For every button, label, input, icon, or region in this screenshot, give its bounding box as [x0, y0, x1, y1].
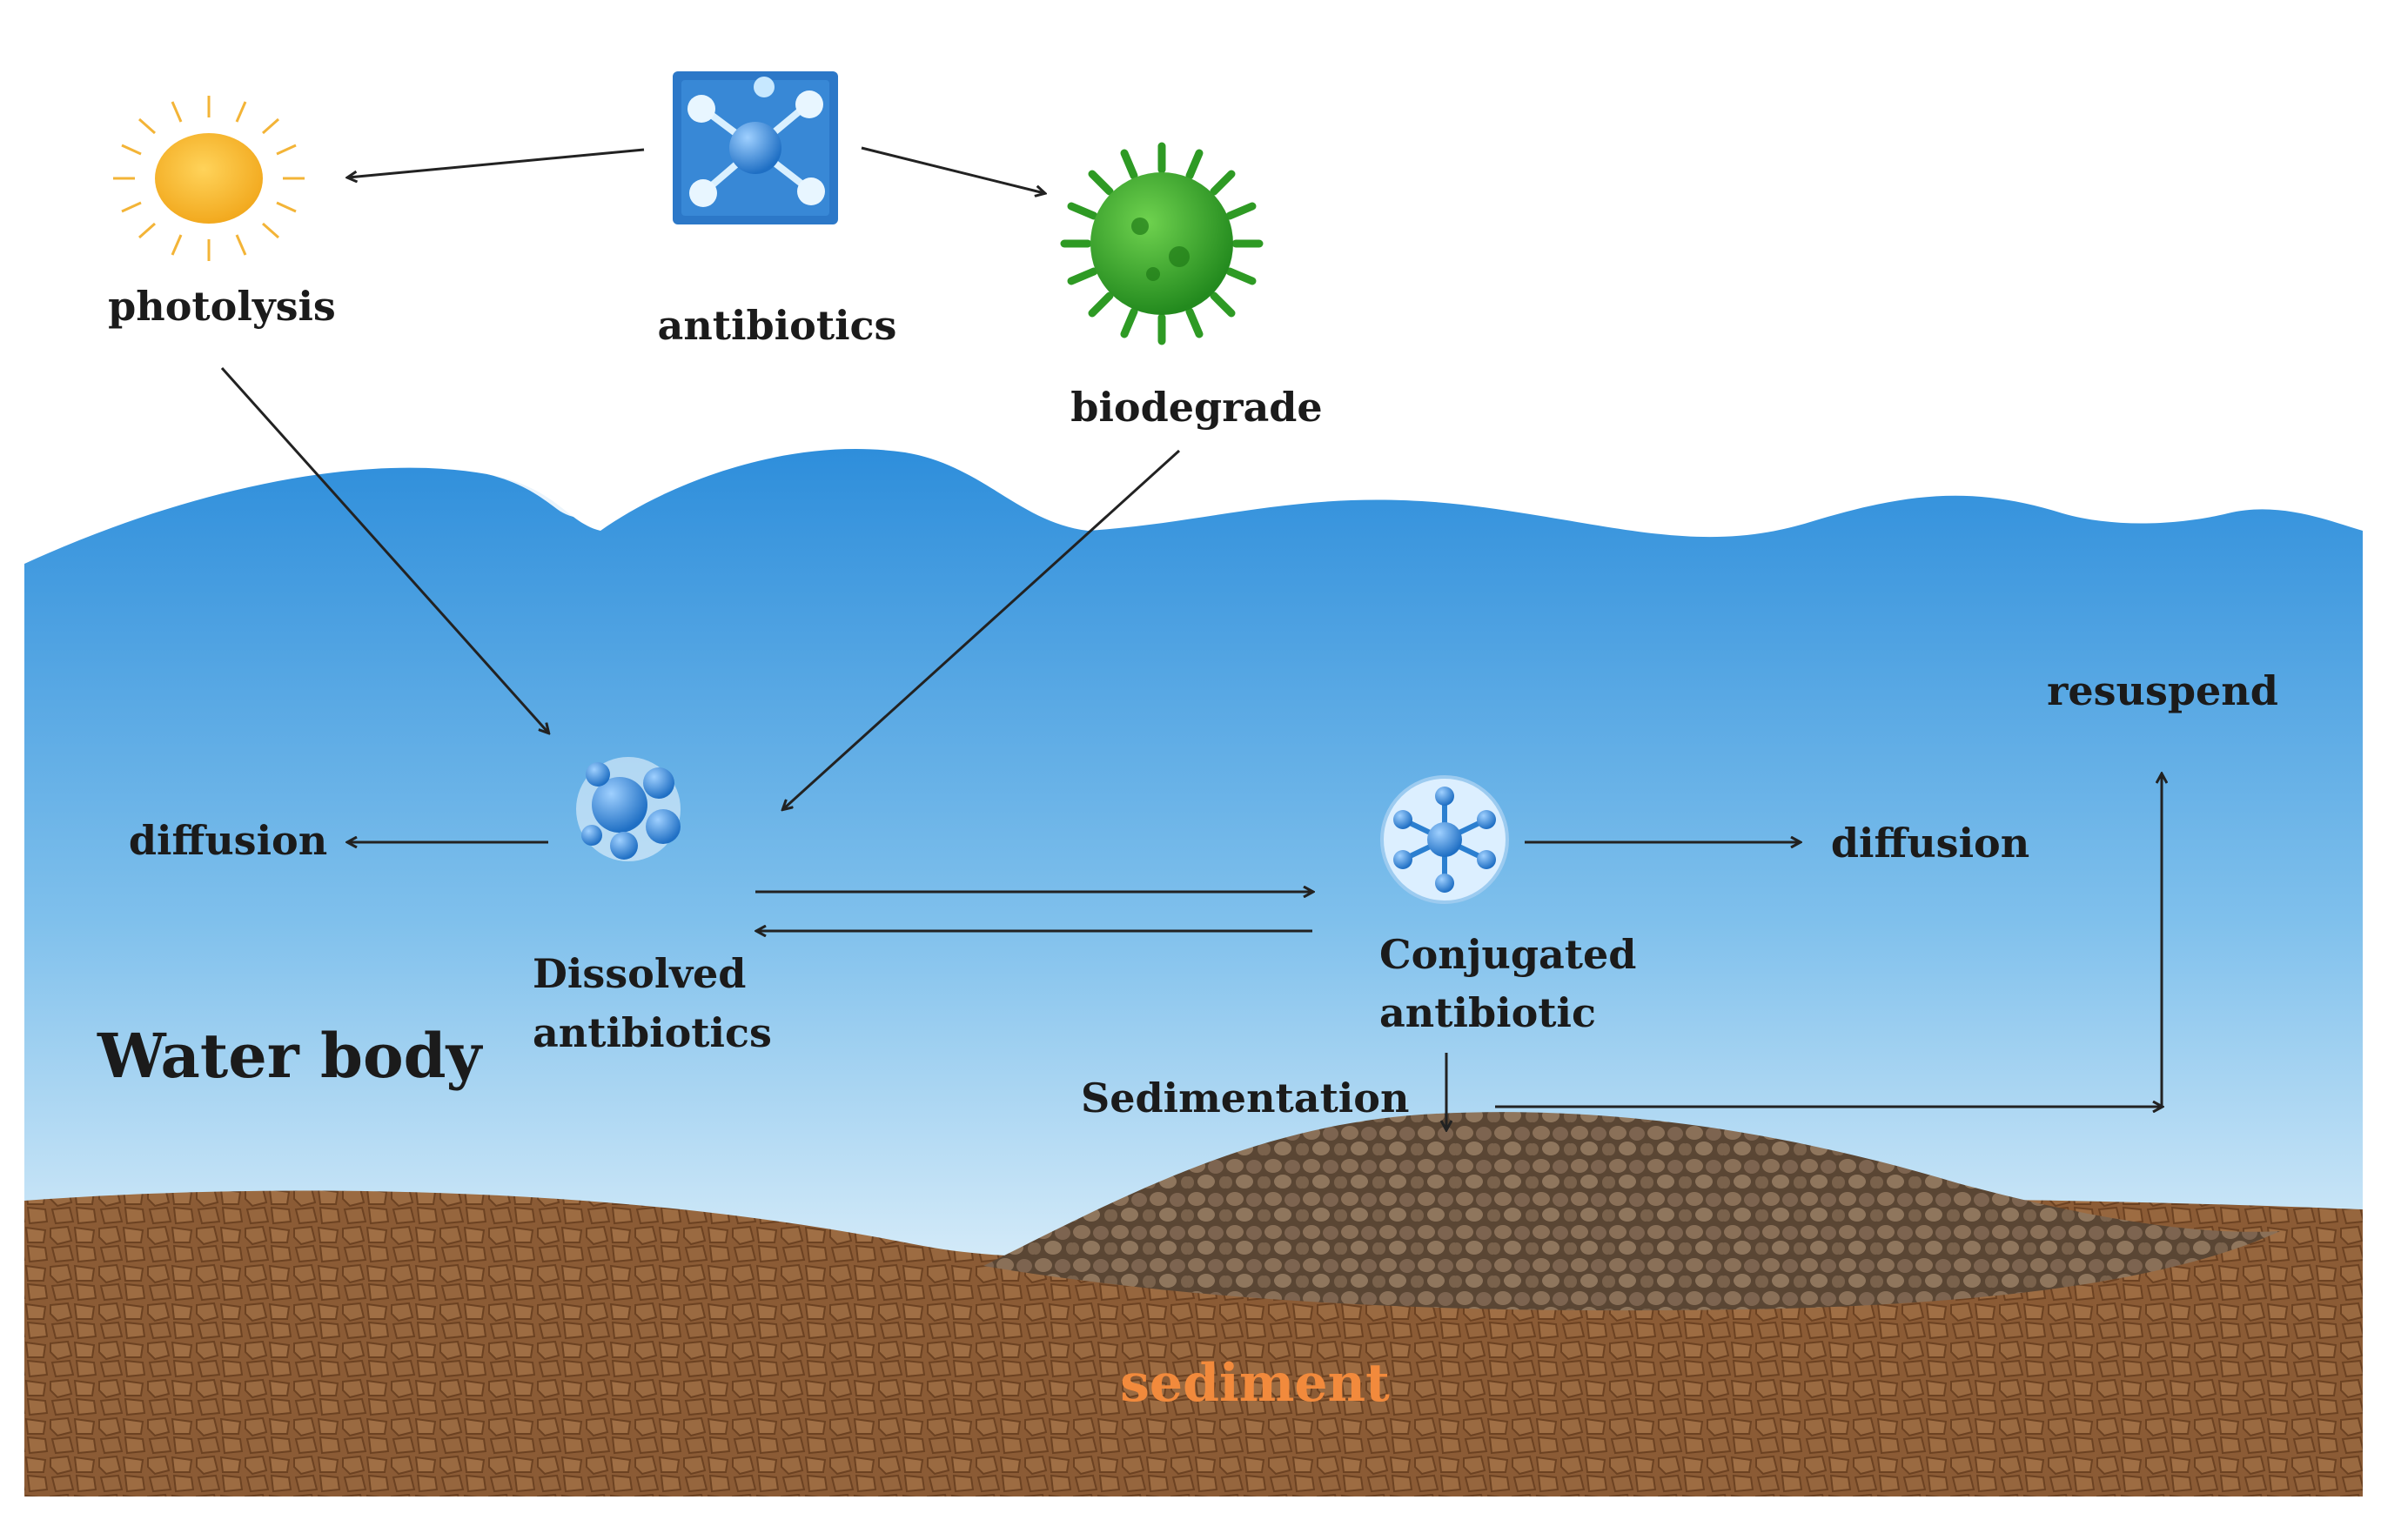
arrow-antibiotics-to-biodegrade — [861, 146, 1044, 193]
dissolved-label-line2: antibiotics — [533, 1009, 772, 1056]
antibiotics-label: antibiotics — [658, 302, 897, 349]
sedimentation-label: Sedimentation — [1081, 1075, 1409, 1122]
water-body-label: Water body — [97, 1020, 484, 1092]
conjugated-molecule-icon — [1380, 775, 1509, 904]
sediment-label: sediment — [1120, 1353, 1390, 1414]
resuspend-label: resuspend — [2047, 667, 2278, 714]
diffusion-right-label: diffusion — [1831, 820, 2029, 867]
wave-crest — [487, 454, 613, 519]
biodegrade-label: biodegrade — [1070, 384, 1322, 431]
arrow-photolysis-to-dissolved — [220, 366, 548, 733]
conjugated-label-line1: Conjugated — [1379, 931, 1636, 978]
conjugated-label-line2: antibiotic — [1379, 989, 1596, 1036]
arrow-antibiotics-to-photolysis — [348, 148, 645, 177]
photolysis-label: photolysis — [108, 283, 336, 330]
microbe-icon — [1060, 142, 1264, 345]
dissolved-molecule-icon — [576, 757, 681, 861]
dissolved-label-line1: Dissolved — [533, 950, 746, 997]
deposited-particles — [983, 1112, 2280, 1311]
diffusion-left-label: diffusion — [129, 817, 327, 864]
antibiotic-molecule-icon — [673, 71, 838, 224]
arrow-biodegrade-to-dissolved — [783, 449, 1181, 809]
sun-icon — [113, 96, 305, 261]
water-area — [24, 449, 2363, 1305]
